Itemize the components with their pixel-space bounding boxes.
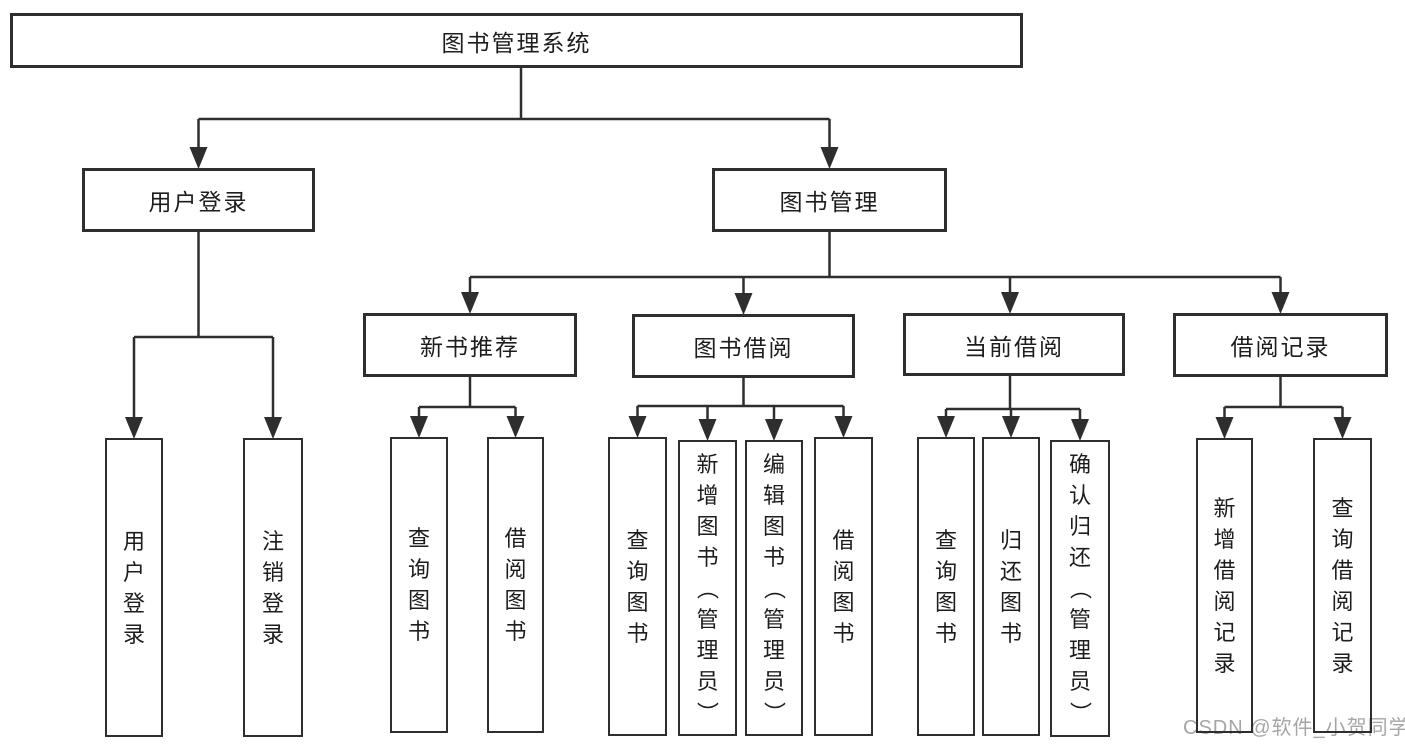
node-user-login-action: 用户登录 [105, 438, 163, 737]
node-query-books-current: 查询图书 [917, 437, 975, 736]
node-query-borrowing-record: 查询借阅记录 [1313, 438, 1372, 733]
node-confirm-return-admin: 确认归还（管理员） [1050, 440, 1110, 737]
node-edit-books-admin-label: 编辑图书（管理员） [761, 451, 787, 724]
node-borrow-books-borrowing: 借阅图书 [814, 437, 873, 736]
node-add-books-admin-label: 新增图书（管理员） [694, 451, 720, 724]
node-book-borrowing-label: 图书借阅 [693, 335, 794, 361]
node-add-books-admin: 新增图书（管理员） [678, 440, 737, 736]
node-borrowing-records-label: 借阅记录 [1230, 334, 1331, 360]
node-add-borrowing-record-label: 新增借阅记录 [1213, 495, 1236, 676]
node-confirm-return-admin-label: 确认归还（管理员） [1067, 452, 1093, 724]
node-query-borrowing-record-label: 查询借阅记录 [1331, 495, 1354, 676]
node-query-books-borrowing-label: 查询图书 [626, 527, 649, 646]
node-query-books-recommend: 查询图书 [390, 437, 448, 733]
node-system: 图书管理系统 [10, 13, 1023, 68]
node-edit-books-admin: 编辑图书（管理员） [745, 440, 803, 736]
node-book-borrowing: 图书借阅 [632, 314, 855, 378]
node-current-borrowing: 当前借阅 [903, 313, 1125, 376]
node-return-books-label: 归还图书 [999, 527, 1022, 646]
node-new-book-recommend-label: 新书推荐 [420, 334, 520, 360]
node-borrowing-records: 借阅记录 [1173, 313, 1388, 377]
node-book-management-label: 图书管理 [779, 189, 880, 215]
node-user-login: 用户登录 [82, 168, 315, 232]
node-logout-action-label: 注销登录 [261, 528, 284, 647]
node-borrow-books-borrowing-label: 借阅图书 [832, 527, 855, 646]
node-current-borrowing-label: 当前借阅 [964, 333, 1064, 360]
node-system-label: 图书管理系统 [441, 29, 592, 56]
node-query-books-borrowing: 查询图书 [608, 437, 667, 736]
node-user-login-action-label: 用户登录 [122, 528, 145, 647]
node-borrow-books-recommend-label: 借阅图书 [504, 526, 527, 644]
node-return-books: 归还图书 [982, 437, 1040, 736]
node-query-books-current-label: 查询图书 [934, 527, 957, 646]
watermark: CSDN @软件_小贺同学 [1183, 717, 1405, 739]
node-query-books-recommend-label: 查询图书 [407, 526, 430, 644]
node-book-management: 图书管理 [712, 168, 947, 232]
node-borrow-books-recommend: 借阅图书 [487, 437, 544, 733]
node-user-login-label: 用户登录 [148, 189, 249, 215]
node-add-borrowing-record: 新增借阅记录 [1196, 438, 1253, 733]
node-logout-action: 注销登录 [243, 438, 303, 737]
node-new-book-recommend: 新书推荐 [363, 313, 577, 377]
